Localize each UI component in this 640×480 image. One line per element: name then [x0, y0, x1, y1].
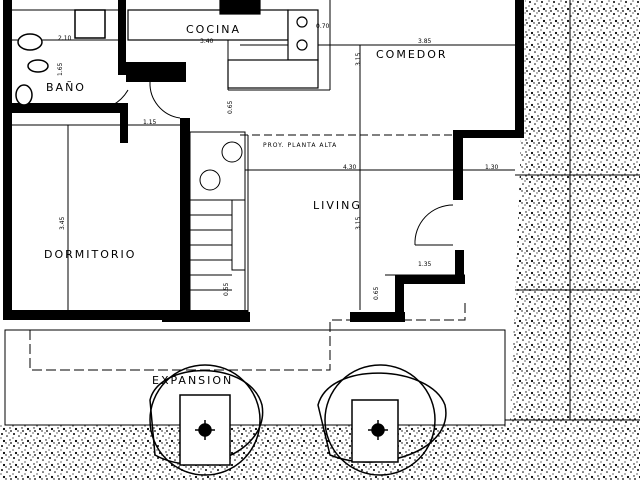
dim-label: 3.40 — [200, 38, 214, 45]
dim-label: 0.70 — [316, 23, 330, 30]
room-label-dining: COMEDOR — [376, 48, 448, 61]
dim-label: 3.15 — [355, 52, 362, 66]
dim-label: 3.15 — [355, 216, 362, 230]
bath-fixtures — [15, 9, 106, 106]
dim-label: 0.55 — [223, 282, 230, 296]
exterior-walls — [3, 0, 524, 322]
dim-label: 2.10 — [58, 35, 72, 42]
stairs — [189, 131, 246, 313]
room-label-kitchen: COCINA — [186, 23, 241, 36]
dim-label: 0.65 — [373, 286, 380, 300]
tree-left — [149, 364, 264, 476]
dim-label: 1.65 — [57, 62, 64, 76]
dim-label: 4.30 — [343, 164, 357, 171]
dim-label: 1.15 — [143, 119, 157, 126]
dim-label: 1.35 — [418, 261, 432, 268]
dim-label: 1.30 — [485, 164, 499, 171]
room-label-living: LIVING — [313, 199, 362, 212]
room-label-expansion: EXPANSION — [152, 374, 233, 387]
room-label-bath: BAÑO — [46, 81, 86, 94]
note-upper-floor: PROY. PLANTA ALTA — [263, 142, 337, 149]
tree-right — [317, 364, 447, 476]
dim-label: 0.65 — [227, 100, 234, 114]
interior-lines — [12, 0, 515, 312]
doors — [89, 81, 454, 246]
room-label-bedroom: DORMITORIO — [44, 248, 136, 261]
dim-label: 3.45 — [59, 216, 66, 230]
dim-label: 3.85 — [418, 38, 432, 45]
kitchen-counter — [127, 0, 319, 89]
